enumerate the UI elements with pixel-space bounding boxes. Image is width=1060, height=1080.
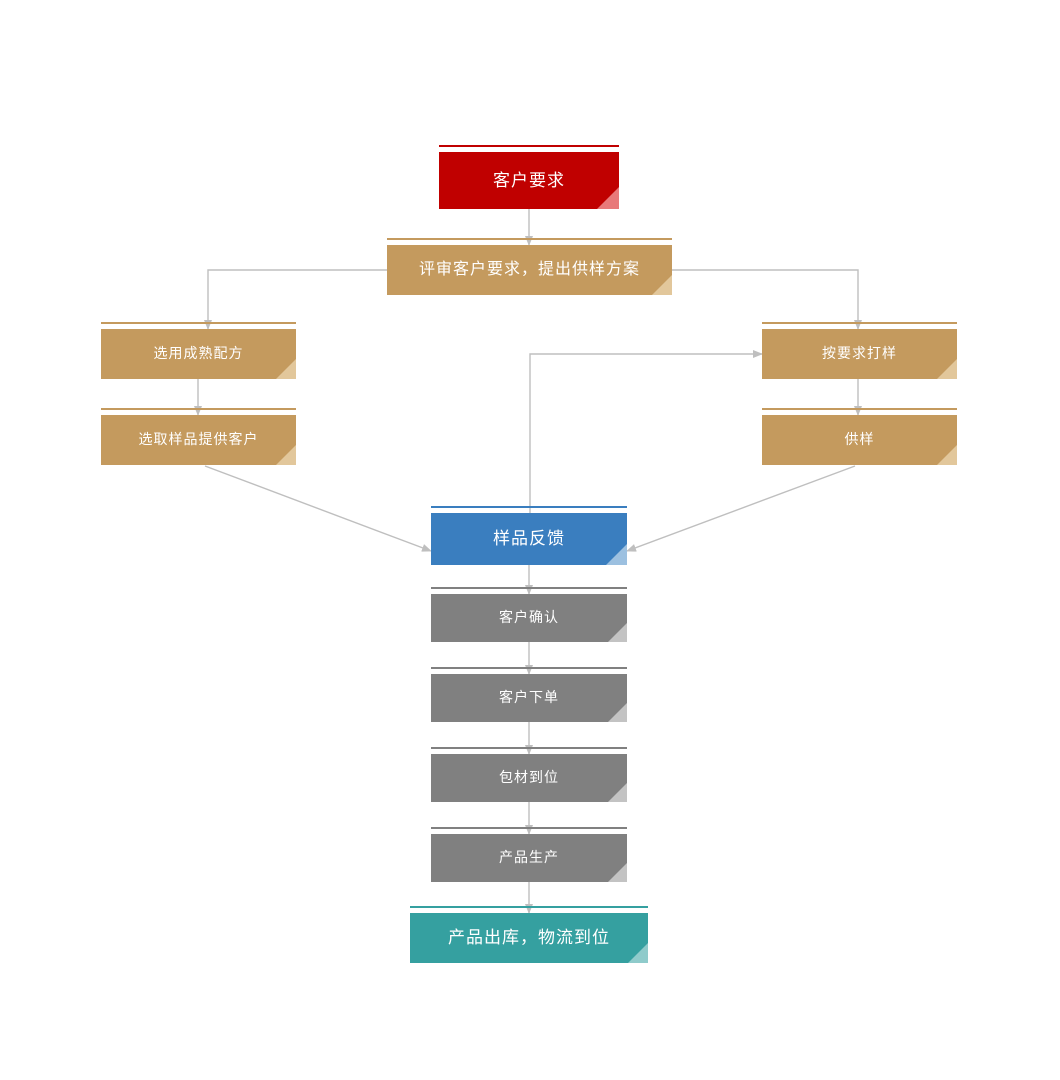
node-top-accent [101,322,296,330]
node-folded-corner [937,445,957,465]
node-product-outbound-logistics[interactable]: 产品出库，物流到位 [410,906,648,963]
node-folded-corner [608,703,627,722]
node-packaging-ready[interactable]: 包材到位 [431,747,627,802]
node-label: 包材到位 [499,769,559,786]
node-top-accent [431,587,627,595]
node-folded-corner [276,445,296,465]
node-body [431,513,627,565]
node-sample-per-requirement[interactable]: 按要求打样 [762,322,957,379]
node-top-accent [431,747,627,755]
node-select-sample-for-customer[interactable]: 选取样品提供客户 [101,408,296,465]
node-sample-feedback[interactable]: 样品反馈 [431,506,627,565]
node-body [101,329,296,379]
node-label: 评审客户要求，提出供样方案 [418,261,640,278]
node-folded-corner [276,359,296,379]
node-top-accent [762,322,957,330]
node-label: 供样 [844,431,875,448]
node-label: 选取样品提供客户 [138,431,259,448]
node-body [410,913,648,963]
node-body [431,834,627,882]
node-customer-confirm[interactable]: 客户确认 [431,587,627,642]
node-customer-requirement[interactable]: 客户要求 [439,145,619,209]
node-folded-corner [628,943,648,963]
connector-select-to-feedback [204,465,432,552]
node-provide-sample[interactable]: 供样 [762,408,957,465]
node-label: 样品反馈 [493,529,565,549]
connector-supply-to-feedback [626,465,856,552]
node-body [762,415,957,465]
node-folded-corner [606,544,627,565]
node-review-requirement[interactable]: 评审客户要求，提出供样方案 [387,238,672,295]
node-body [101,415,296,465]
node-folded-corner [608,783,627,802]
node-label: 产品出库，物流到位 [448,928,610,948]
node-top-accent [439,145,619,153]
node-folded-corner [652,275,672,295]
node-use-mature-formula[interactable]: 选用成熟配方 [101,322,296,379]
node-body [387,245,672,295]
node-body [431,754,627,802]
node-top-accent [101,408,296,416]
node-body [439,152,619,209]
connector-review-to-right [672,269,862,330]
node-top-accent [762,408,957,416]
node-label: 客户确认 [499,609,559,626]
node-label: 产品生产 [499,849,559,866]
node-product-production[interactable]: 产品生产 [431,827,627,882]
node-customer-order[interactable]: 客户下单 [431,667,627,722]
node-label: 客户下单 [499,689,559,706]
node-label: 选用成熟配方 [153,345,244,362]
node-label: 客户要求 [493,170,565,190]
node-top-accent [431,827,627,835]
node-top-accent [431,667,627,675]
node-top-accent [431,506,627,514]
node-body [762,329,957,379]
node-folded-corner [937,359,957,379]
node-body [431,594,627,642]
node-top-accent [410,906,648,914]
node-top-accent [387,238,672,246]
connector-review-to-left [204,269,387,330]
node-folded-corner [608,863,627,882]
node-body [431,674,627,722]
node-label: 按要求打样 [822,345,897,362]
connector-feedback-to-sample [529,350,763,513]
node-folded-corner [597,187,619,209]
node-folded-corner [608,623,627,642]
